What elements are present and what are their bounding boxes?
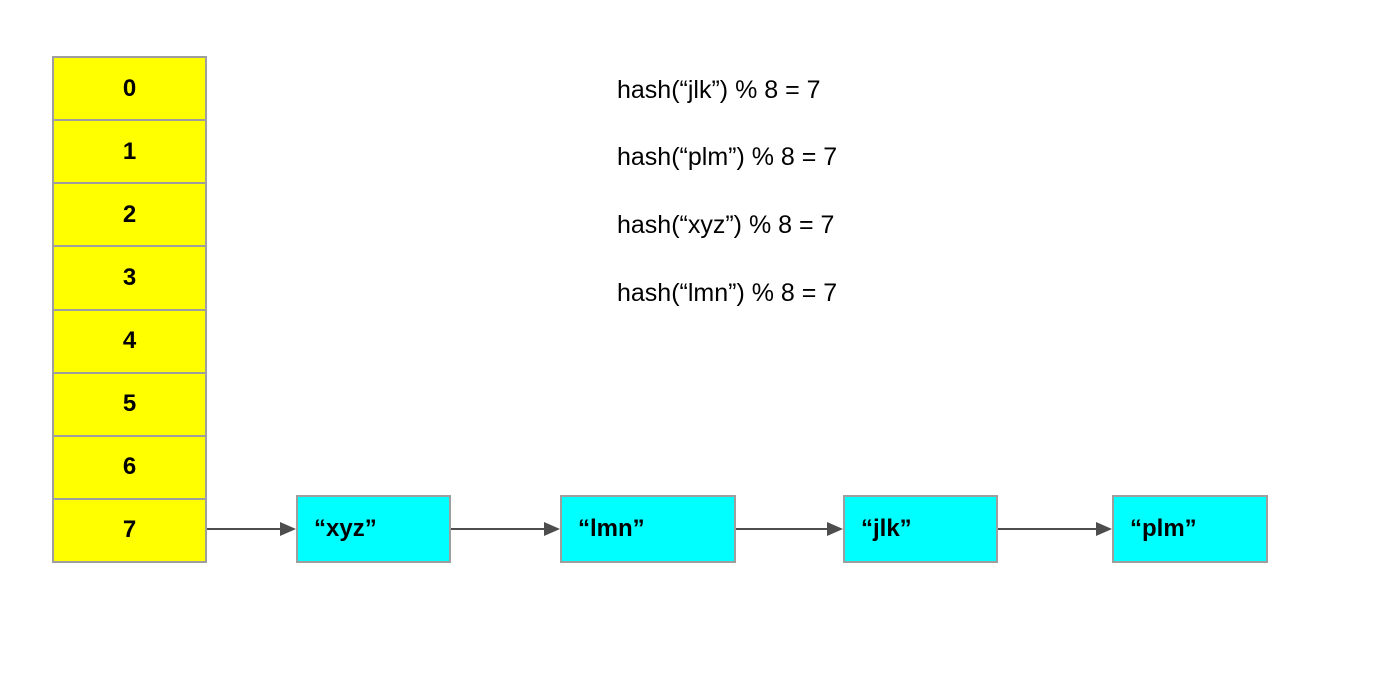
chain-node-label: “lmn” <box>578 515 645 542</box>
hash-equation-xyz: hash(“xyz”) % 8 = 7 <box>617 211 835 239</box>
bucket-index-label: 2 <box>122 200 137 228</box>
arrow-head-icon <box>827 522 843 536</box>
bucket-index-label: 1 <box>122 137 137 165</box>
arrow-shaft <box>207 528 283 530</box>
bucket-index-label: 6 <box>122 453 137 481</box>
bucket-cell-2: 2 <box>52 182 207 248</box>
chain-node-lmn: “lmn” <box>560 495 736 563</box>
hash-equation-plm: hash(“plm”) % 8 = 7 <box>617 143 838 171</box>
arrow-shaft <box>736 528 830 530</box>
hash-equation-jlk: hash(“jlk”) % 8 = 7 <box>617 76 821 104</box>
hash-equation-lmn: hash(“lmn”) % 8 = 7 <box>617 279 838 307</box>
bucket-cell-6: 6 <box>52 434 207 500</box>
arrow-shaft <box>451 528 547 530</box>
chain-node-xyz: “xyz” <box>296 495 451 563</box>
bucket-cell-4: 4 <box>52 308 207 374</box>
bucket-array: 0 1 2 3 4 5 6 7 <box>52 56 207 563</box>
chain-node-label: “xyz” <box>314 515 377 542</box>
arrow-jlk-to-plm <box>998 519 1112 539</box>
arrow-bucket7-to-xyz <box>207 519 296 539</box>
bucket-cell-0: 0 <box>52 56 207 122</box>
bucket-cell-5: 5 <box>52 371 207 437</box>
chain-node-label: “jlk” <box>861 515 912 542</box>
arrow-head-icon <box>280 522 296 536</box>
arrow-lmn-to-jlk <box>736 519 843 539</box>
bucket-index-label: 3 <box>122 263 137 291</box>
bucket-cell-1: 1 <box>52 119 207 185</box>
bucket-index-label: 7 <box>122 516 137 544</box>
bucket-index-label: 0 <box>122 74 137 102</box>
arrow-xyz-to-lmn <box>451 519 560 539</box>
arrow-shaft <box>998 528 1099 530</box>
chain-node-label: “plm” <box>1130 515 1197 542</box>
arrow-head-icon <box>1096 522 1112 536</box>
bucket-cell-7: 7 <box>52 497 207 563</box>
bucket-cell-3: 3 <box>52 245 207 311</box>
bucket-index-label: 5 <box>122 390 137 418</box>
chain-node-plm: “plm” <box>1112 495 1268 563</box>
chain-node-jlk: “jlk” <box>843 495 998 563</box>
bucket-index-label: 4 <box>122 327 137 355</box>
arrow-head-icon <box>544 522 560 536</box>
